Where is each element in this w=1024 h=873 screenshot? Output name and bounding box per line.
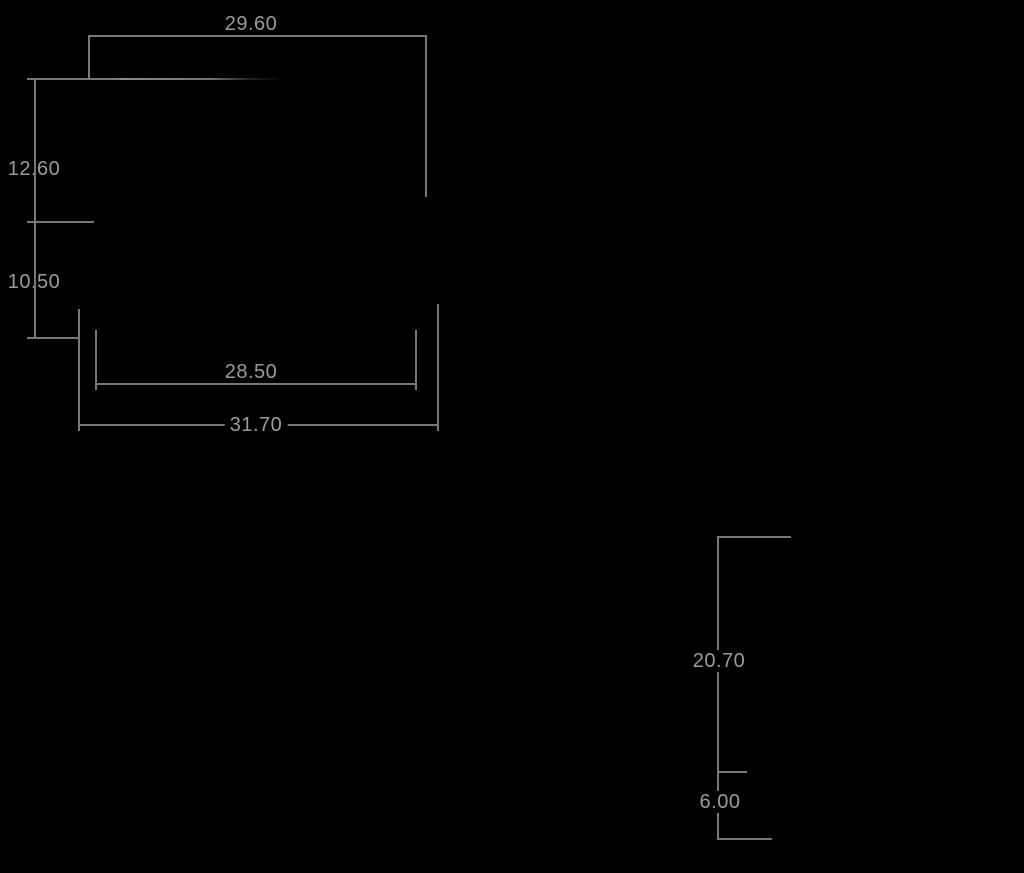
dim-label-top-width: 29.60 — [219, 13, 283, 35]
dimension-line — [34, 221, 36, 339]
extension-line — [27, 221, 94, 223]
extension-line — [27, 78, 119, 80]
dim-label-right-bottom-height: 6.00 — [694, 791, 746, 813]
extension-line — [78, 309, 80, 431]
extension-line — [425, 35, 427, 197]
extension-line — [437, 304, 439, 431]
dim-label-overall-bottom-width: 31.70 — [224, 414, 288, 436]
dimension-line — [88, 35, 426, 37]
dimension-line — [95, 383, 416, 385]
extension-line — [88, 35, 90, 79]
extension-line — [717, 838, 772, 840]
extension-line — [95, 330, 97, 390]
dim-label-inner-bottom-width: 28.50 — [219, 361, 283, 383]
extension-line — [415, 330, 417, 390]
extension-line — [717, 536, 791, 538]
dimension-line — [34, 79, 36, 222]
extension-line — [717, 771, 747, 773]
part-edge-highlight — [118, 78, 285, 80]
extension-line — [27, 337, 80, 339]
dim-label-right-height: 20.70 — [687, 650, 751, 672]
